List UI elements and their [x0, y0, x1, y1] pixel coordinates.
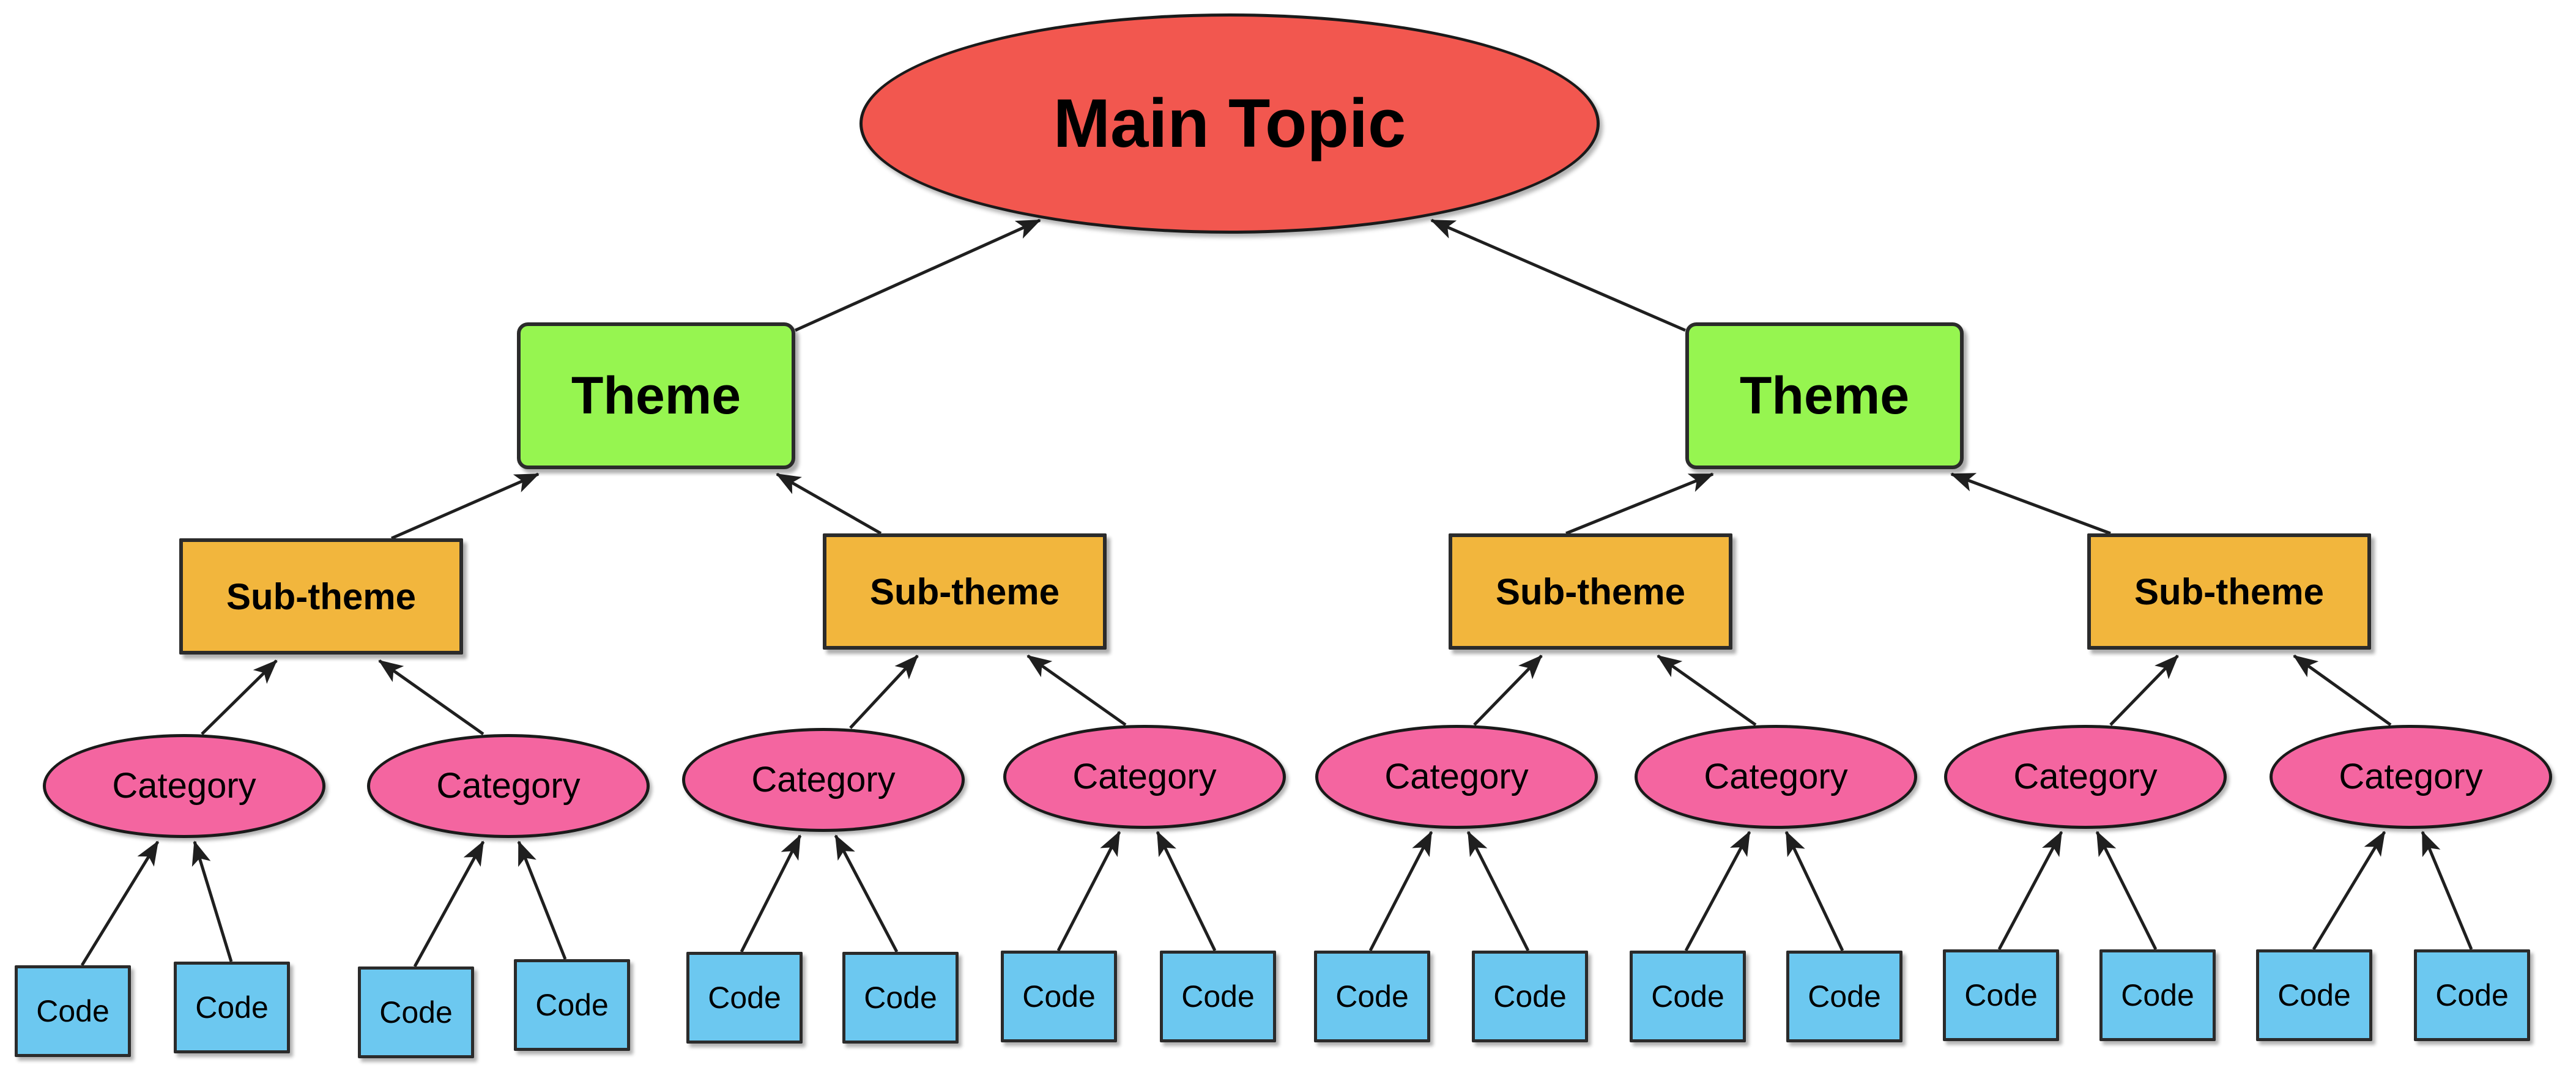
edge-code-4-to-category-2: [740, 834, 802, 953]
edge-category-7-to-subtheme-3: [2293, 654, 2392, 727]
edge-theme-1-to-main-topic-0: [1430, 218, 1686, 332]
edge-category-2-to-subtheme-1: [849, 655, 919, 729]
category-node-label: Category: [751, 759, 896, 799]
subtheme-node-0[interactable]: Sub-theme: [179, 538, 463, 655]
code-node-label: Code: [1808, 979, 1881, 1014]
subtheme-node-2[interactable]: Sub-theme: [1449, 533, 1732, 650]
code-node-label: Code: [195, 990, 269, 1025]
edge-subtheme-2-to-theme-1: [1565, 472, 1714, 535]
code-node-12[interactable]: Code: [1943, 949, 2059, 1041]
code-node-3[interactable]: Code: [514, 959, 630, 1051]
code-node-2[interactable]: Code: [358, 966, 474, 1058]
code-node-15[interactable]: Code: [2414, 949, 2530, 1041]
edge-theme-0-to-main-topic-0: [794, 218, 1041, 332]
code-node-label: Code: [2277, 978, 2351, 1012]
subtheme-node-label: Sub-theme: [2134, 571, 2325, 612]
category-node-7[interactable]: Category: [2270, 725, 2552, 829]
code-node-label: Code: [1493, 979, 1567, 1014]
edge-category-4-to-subtheme-2: [1473, 655, 1543, 726]
main-topic-node-0[interactable]: Main Topic: [859, 13, 1600, 234]
category-node-label: Category: [1072, 756, 1217, 796]
code-node-label: Code: [864, 980, 937, 1015]
code-node-7[interactable]: Code: [1160, 951, 1276, 1042]
code-node-label: Code: [708, 980, 781, 1015]
code-node-6[interactable]: Code: [1001, 951, 1117, 1042]
edge-code-6-to-category-3: [1056, 831, 1121, 952]
code-node-5[interactable]: Code: [842, 952, 959, 1044]
category-node-0[interactable]: Category: [43, 734, 325, 838]
theme-node-label: Theme: [1739, 366, 1910, 425]
edge-code-10-to-category-5: [1684, 831, 1751, 952]
edge-category-0-to-subtheme-0: [201, 659, 278, 735]
theme-node-label: Theme: [571, 366, 741, 425]
category-node-4[interactable]: Category: [1315, 725, 1598, 829]
edge-code-5-to-category-2: [834, 834, 899, 953]
edge-code-11-to-category-5: [1784, 831, 1844, 952]
code-node-label: Code: [1022, 979, 1096, 1014]
code-node-label: Code: [535, 987, 609, 1022]
category-node-1[interactable]: Category: [367, 734, 650, 838]
edge-code-7-to-category-3: [1156, 831, 1217, 952]
code-node-11[interactable]: Code: [1786, 951, 1902, 1042]
edge-code-9-to-category-4: [1466, 831, 1530, 952]
category-node-label: Category: [436, 765, 581, 806]
code-node-label: Code: [379, 995, 453, 1029]
category-node-label: Category: [2339, 756, 2483, 796]
subtheme-node-label: Sub-theme: [226, 576, 417, 617]
code-node-1[interactable]: Code: [174, 962, 290, 1053]
category-node-label: Category: [1704, 756, 1848, 796]
code-node-label: Code: [2435, 978, 2509, 1012]
main-topic-node-label: Main Topic: [1053, 85, 1406, 162]
code-node-9[interactable]: Code: [1472, 951, 1588, 1042]
subtheme-node-1[interactable]: Sub-theme: [823, 533, 1107, 650]
edge-code-13-to-category-6: [2095, 831, 2158, 951]
subtheme-node-3[interactable]: Sub-theme: [2087, 533, 2371, 650]
code-node-14[interactable]: Code: [2256, 949, 2372, 1041]
code-node-4[interactable]: Code: [686, 952, 803, 1044]
code-node-label: Code: [1651, 979, 1724, 1014]
category-node-3[interactable]: Category: [1003, 725, 1286, 829]
category-node-6[interactable]: Category: [1944, 725, 2227, 829]
edge-code-14-to-category-7: [2312, 831, 2386, 951]
category-node-2[interactable]: Category: [682, 728, 965, 832]
code-node-8[interactable]: Code: [1314, 951, 1430, 1042]
subtheme-node-label: Sub-theme: [869, 571, 1060, 612]
edge-code-1-to-category-0: [191, 840, 233, 962]
code-node-label: Code: [1964, 978, 2038, 1012]
edge-code-0-to-category-0: [80, 840, 160, 966]
theme-node-0[interactable]: Theme: [517, 322, 795, 469]
category-node-label: Category: [112, 765, 256, 806]
edge-code-2-to-category-1: [413, 840, 485, 968]
code-node-10[interactable]: Code: [1630, 951, 1746, 1042]
edge-category-1-to-subtheme-0: [378, 659, 484, 736]
code-node-13[interactable]: Code: [2099, 949, 2216, 1041]
edge-category-5-to-subtheme-2: [1657, 654, 1757, 727]
code-node-label: Code: [2121, 978, 2194, 1012]
edge-category-3-to-subtheme-1: [1026, 654, 1127, 727]
code-node-label: Code: [36, 993, 109, 1028]
category-node-5[interactable]: Category: [1635, 725, 1917, 829]
edge-subtheme-1-to-theme-0: [776, 472, 882, 535]
edge-category-6-to-subtheme-3: [2109, 655, 2179, 726]
code-node-label: Code: [1335, 979, 1409, 1014]
edge-code-8-to-category-4: [1368, 831, 1433, 952]
edge-code-12-to-category-6: [1997, 831, 2063, 951]
theme-node-1[interactable]: Theme: [1685, 322, 1964, 469]
code-node-label: Code: [1181, 979, 1255, 1014]
edge-subtheme-0-to-theme-0: [390, 472, 540, 540]
edge-code-15-to-category-7: [2421, 831, 2473, 950]
code-node-0[interactable]: Code: [15, 965, 131, 1057]
subtheme-node-label: Sub-theme: [1495, 571, 1686, 612]
edge-subtheme-3-to-theme-1: [1950, 472, 2111, 535]
edge-code-3-to-category-1: [517, 840, 567, 960]
category-node-label: Category: [1384, 756, 1529, 796]
category-node-label: Category: [2013, 756, 2158, 796]
